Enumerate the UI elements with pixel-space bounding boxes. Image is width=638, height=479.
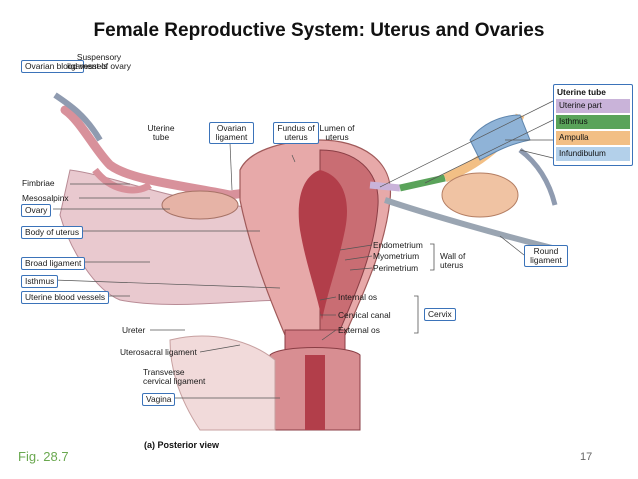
vaginal-canal-shape [305, 355, 325, 430]
label-perimetrium: Perimetrium [373, 263, 419, 273]
label-cervical-canal: Cervical canal [338, 310, 391, 320]
label-uterine-tube: Uterine tube [147, 123, 175, 142]
ovarian-vessels-shape [53, 92, 103, 142]
label-uterosacral-ligament: Uterosacral ligament [120, 347, 197, 357]
leader-lines [53, 100, 554, 399]
wall-bracket [430, 243, 435, 271]
legend-isthmus: Isthmus [556, 115, 630, 129]
uterine-tube-legend: Uterine tube Uterine part Isthmus Ampull… [553, 84, 633, 166]
label-isthmus: Isthmus [21, 275, 59, 288]
label-ureter: Ureter [122, 325, 146, 335]
label-broad-ligament: Broad ligament [21, 257, 86, 270]
uterine-lumen-shape [298, 170, 348, 320]
legend-ampulla: Ampulla [556, 131, 630, 145]
page-title: Female Reproductive System: Uterus and O… [93, 20, 545, 41]
label-ovarian-ligament: Ovarian ligament [209, 122, 254, 144]
label-internal-os: Internal os [338, 292, 378, 302]
left-tissue-shape [169, 335, 276, 431]
label-endometrium: Endometrium [373, 240, 423, 250]
label-ovarian-blood-vessels: Ovarian blood vessels [21, 60, 107, 73]
left-fimbriae-shape [92, 167, 152, 194]
label-body-of-uterus: Body of uterus [21, 226, 84, 239]
tube-isthmus-shape [399, 174, 446, 192]
label-transverse-cervical-ligament: Transverse cervical ligament [143, 367, 206, 386]
tube-uterine-part-shape [369, 181, 401, 192]
label-suspensory-ligament: Suspensory ligament of ovary [67, 52, 131, 71]
label-ovary: Ovary [21, 204, 52, 217]
figure-reference: Fig. 28.7 [18, 449, 69, 464]
legend-uterine-part: Uterine part [556, 99, 630, 113]
round-ligament-shape [384, 197, 561, 253]
label-round-ligament: Round ligament [524, 245, 568, 267]
legend-header: Uterine tube [557, 87, 606, 97]
label-myometrium: Myometrium [373, 251, 420, 261]
left-ovary-shape [161, 190, 239, 220]
label-mesosalpinx: Mesosalpinx [22, 193, 69, 203]
label-lumen: Lumen of uterus [319, 123, 355, 142]
label-wall-of-uterus: Wall of uterus [440, 251, 466, 270]
label-vagina: Vagina [142, 393, 176, 406]
right-ovary-shape [441, 172, 519, 218]
right-vessels-shape [518, 148, 558, 206]
page-number: 17 [580, 451, 593, 463]
label-external-os: External os [338, 325, 380, 335]
label-fundus: Fundus of uterus [273, 122, 319, 144]
label-uterine-blood-vessels: Uterine blood vessels [21, 291, 110, 304]
left-uterine-tube-shape [60, 105, 275, 200]
label-fimbriae: Fimbriae [22, 178, 55, 188]
figure-caption: (a) Posterior view [144, 440, 220, 450]
cervix-bracket [414, 295, 419, 334]
label-cervix: Cervix [424, 308, 456, 321]
legend-infundibulum: Infundibulum [556, 147, 630, 161]
